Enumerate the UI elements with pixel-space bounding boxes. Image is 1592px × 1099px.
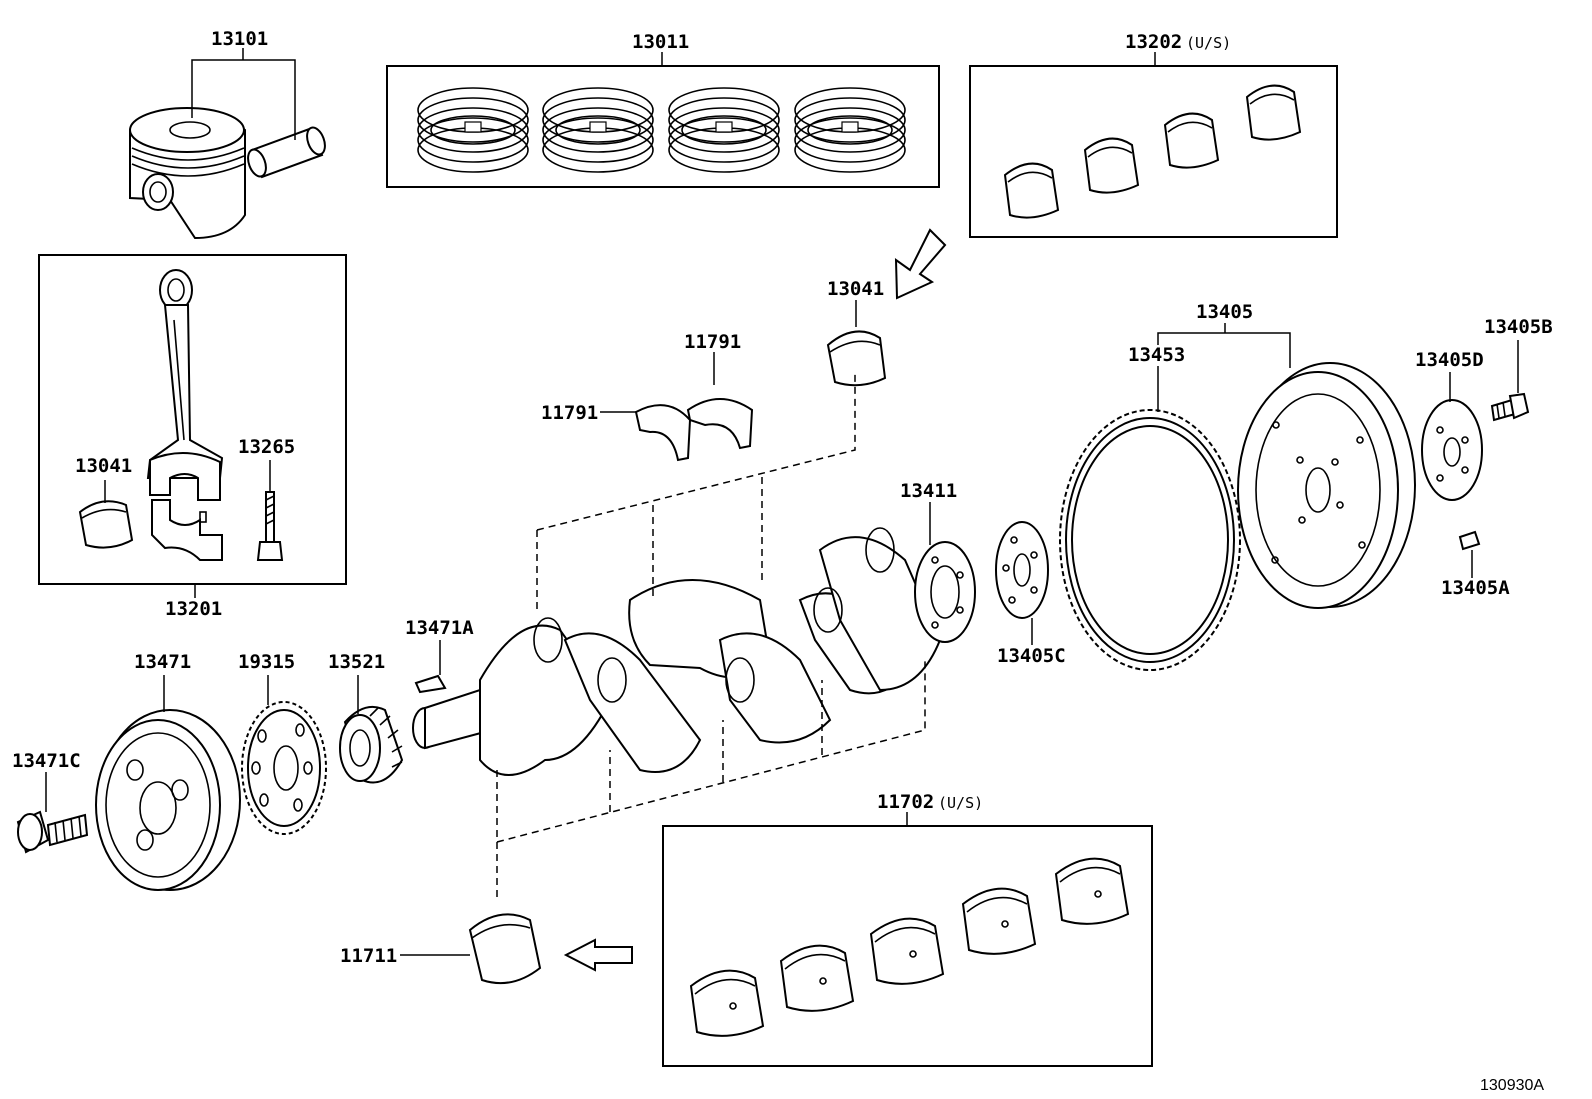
callout-13453[interactable]: 13453	[1128, 344, 1185, 366]
piston-ring-icon[interactable]	[794, 87, 906, 173]
bearing-icon[interactable]	[1245, 84, 1302, 141]
thrust-washer-icon[interactable]	[634, 398, 754, 462]
bolt-icon[interactable]	[1490, 392, 1530, 422]
bearing-icon[interactable]	[961, 887, 1037, 955]
connecting-rod-icon[interactable]	[146, 269, 224, 561]
sprocket-icon[interactable]	[241, 701, 327, 835]
piston-icon[interactable]	[129, 107, 246, 240]
woodruff-key-icon[interactable]	[414, 674, 447, 694]
callout-13521[interactable]: 13521	[328, 651, 385, 673]
callout-13471C[interactable]: 13471C	[12, 750, 81, 772]
callout-11791-b[interactable]: 11791	[684, 331, 741, 353]
callout-13471[interactable]: 13471	[134, 651, 191, 673]
callout-13411[interactable]: 13411	[900, 480, 957, 502]
callout-19315[interactable]: 19315	[238, 651, 295, 673]
piston-ring-icon[interactable]	[668, 87, 780, 173]
callout-11702[interactable]: 11702	[877, 791, 934, 813]
bearing-icon[interactable]	[78, 500, 134, 549]
callout-13265[interactable]: 13265	[238, 436, 295, 458]
callout-13405C[interactable]: 13405C	[997, 645, 1066, 667]
piston-ring-icon[interactable]	[417, 87, 906, 173]
bearing-icon[interactable]	[468, 913, 542, 985]
bearing-icon[interactable]	[869, 917, 945, 985]
callout-13201[interactable]: 13201	[165, 598, 222, 620]
conrod-bearing-us-box	[969, 65, 1338, 238]
callout-13405D[interactable]: 13405D	[1415, 349, 1484, 371]
arrow-icon	[563, 938, 633, 972]
bearing-icon[interactable]	[779, 944, 855, 1012]
callout-13202-us: (U/S)	[1186, 34, 1231, 52]
bearing-icon[interactable]	[689, 969, 765, 1037]
piston-ring-set-box	[386, 65, 940, 188]
bearing-icon[interactable]	[1163, 112, 1220, 169]
plate-icon[interactable]	[995, 521, 1049, 619]
bearing-icon[interactable]	[1003, 84, 1302, 219]
bolt-icon[interactable]	[256, 491, 284, 561]
callout-11702-us: (U/S)	[938, 794, 983, 812]
callout-11791-a[interactable]: 11791	[541, 402, 598, 424]
crankshaft-icon[interactable]	[412, 527, 976, 776]
callout-11711[interactable]: 11711	[340, 945, 397, 967]
piston-ring-icon[interactable]	[542, 87, 654, 173]
pin-icon[interactable]	[1458, 530, 1481, 551]
callout-13202[interactable]: 13202	[1125, 31, 1182, 53]
connecting-rod-box	[38, 254, 347, 585]
flywheel-icon[interactable]	[1237, 362, 1416, 609]
callout-13405[interactable]: 13405	[1196, 301, 1253, 323]
bolt-icon[interactable]	[16, 810, 89, 854]
callout-13041-top[interactable]: 13041	[827, 278, 884, 300]
piston-ring-icon[interactable]	[417, 87, 529, 173]
figure-number: 130930A	[1480, 1077, 1544, 1094]
callout-13011[interactable]: 13011	[632, 31, 689, 53]
bearing-icon[interactable]	[826, 330, 887, 387]
callout-13101[interactable]: 13101	[211, 28, 268, 50]
callout-13405B[interactable]: 13405B	[1484, 316, 1553, 338]
callout-13471A[interactable]: 13471A	[405, 617, 474, 639]
piston-pin-icon[interactable]	[245, 125, 329, 179]
plate-icon[interactable]	[1421, 399, 1483, 501]
bearing-icon[interactable]	[689, 857, 1130, 1037]
callout-13405A[interactable]: 13405A	[1441, 577, 1510, 599]
leader-13405	[1157, 332, 1291, 368]
arrow-icon	[894, 228, 947, 300]
bearing-icon[interactable]	[1003, 162, 1060, 219]
bearing-icon[interactable]	[1083, 137, 1140, 194]
callout-13041-box[interactable]: 13041	[75, 455, 132, 477]
crank-gear-icon[interactable]	[339, 706, 404, 784]
ring-gear-icon[interactable]	[1059, 409, 1241, 671]
alignment-dashes	[496, 372, 926, 900]
bearing-icon[interactable]	[1054, 857, 1130, 925]
pulley-icon[interactable]	[95, 709, 241, 891]
